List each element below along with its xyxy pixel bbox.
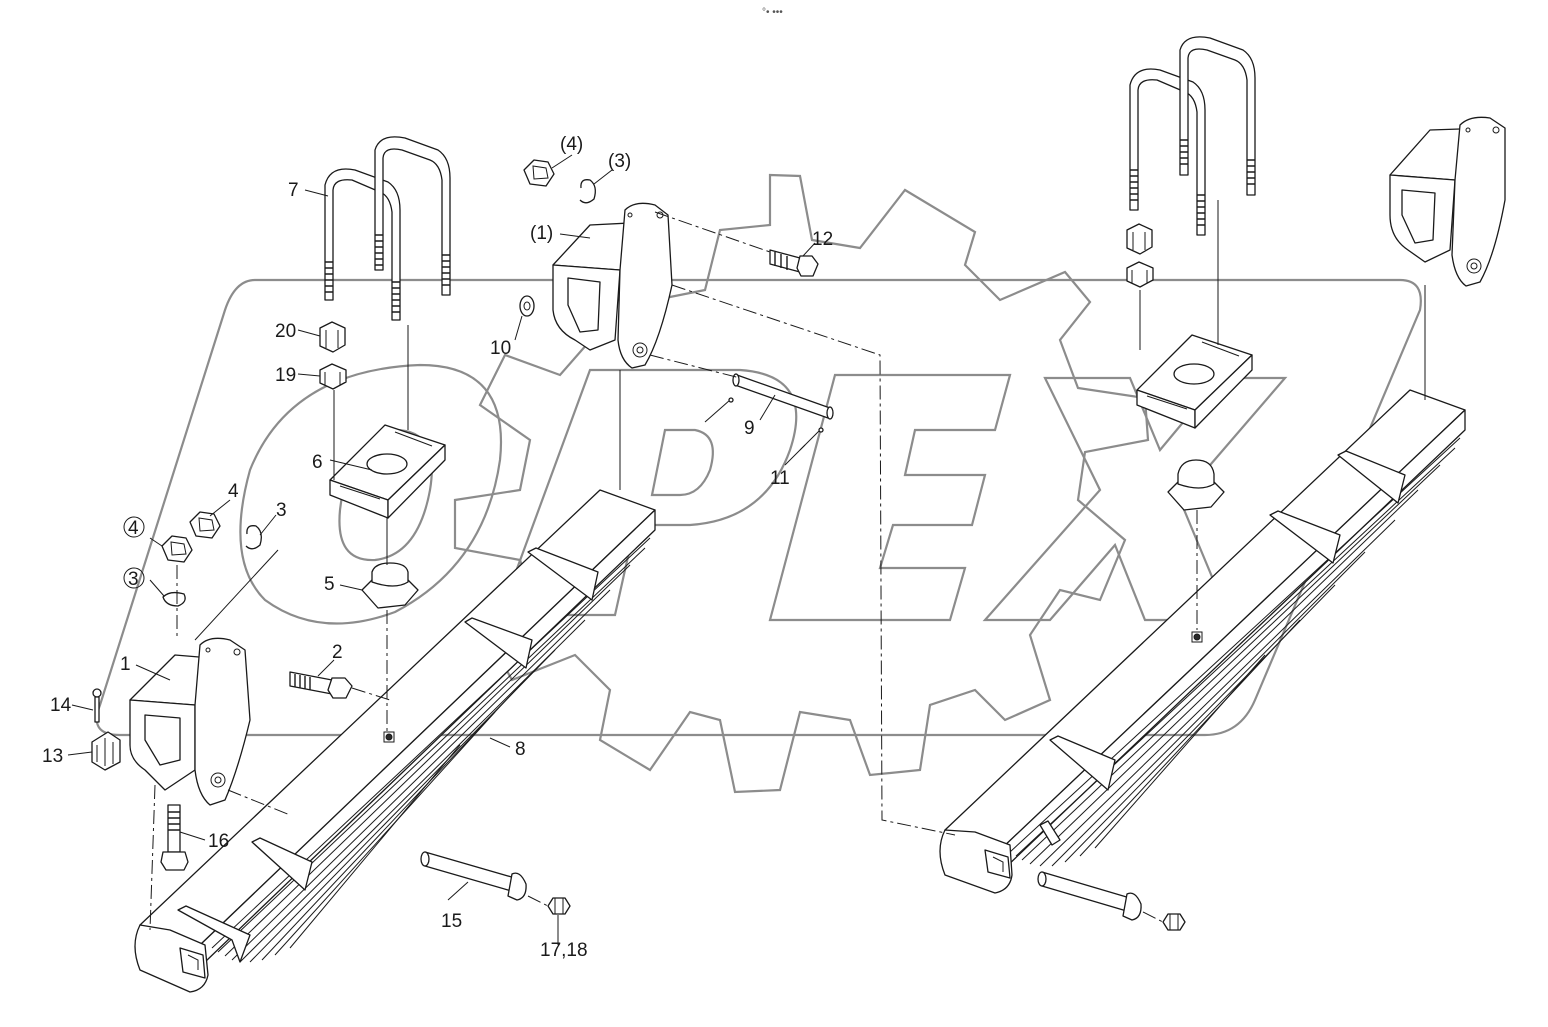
- saddle-plate-6: [329, 424, 446, 519]
- callout-13: 13: [42, 746, 63, 767]
- callout-2: 2: [332, 642, 343, 663]
- washer-10: [519, 295, 535, 317]
- u-bolts-right: [1129, 36, 1256, 236]
- callout-labels: 7 20 19 6 5 4 3 4 3 1 2 14 13 16 15 17,1…: [42, 134, 833, 961]
- left-assembly: [91, 136, 656, 993]
- callout-10: 10: [490, 338, 511, 359]
- grease-fitting-right: [1162, 913, 1186, 931]
- leader-lines: [67, 154, 1426, 945]
- watermark-gear: [453, 173, 1150, 794]
- svg-text:4: 4: [128, 518, 139, 539]
- rear-bracket-right: [1389, 116, 1506, 287]
- nuts-right: [1126, 223, 1154, 288]
- bolt-16: [160, 804, 189, 871]
- rubber-bumper-right: [1167, 459, 1225, 643]
- watermark-frame: [95, 278, 1422, 737]
- lock-washer-3: [245, 525, 262, 550]
- callout-circled-3: 3: [123, 567, 145, 590]
- nut-4-alt: [161, 535, 193, 563]
- castle-nut-13: [91, 731, 121, 771]
- nut-20: [319, 321, 346, 353]
- svg-text:3: 3: [128, 569, 139, 590]
- callout-p4: (4): [560, 134, 583, 155]
- callout-12: 12: [812, 229, 833, 250]
- callout-7: 7: [288, 180, 299, 201]
- nut-4-rear: [523, 159, 555, 187]
- nut-19: [319, 363, 347, 390]
- callout-14: 14: [50, 695, 72, 716]
- bolt-2: [289, 671, 353, 699]
- right-assembly: [939, 36, 1506, 931]
- callout-circled-4: 4: [123, 516, 145, 539]
- spring-pin-right: [1037, 871, 1142, 921]
- callout-4: 4: [228, 481, 239, 502]
- nut-4: [189, 511, 221, 539]
- callout-p1: (1): [530, 223, 553, 244]
- watermark-letter-o: [239, 363, 503, 625]
- lock-washer-3-alt: [162, 591, 186, 607]
- callout-p3: (3): [608, 151, 631, 172]
- rubber-bumper-5: [361, 562, 419, 743]
- callout-11: 11: [770, 468, 790, 489]
- callout-16: 16: [208, 831, 229, 852]
- bolt-12: [769, 249, 819, 277]
- cotter-pin-14: [92, 688, 102, 723]
- grease-fitting-17-18: [547, 897, 571, 915]
- saddle-plate-right: [1136, 334, 1253, 429]
- header-mark: °• •••: [762, 7, 783, 18]
- callout-5: 5: [324, 574, 335, 595]
- rear-bracket-1-alt: [552, 202, 673, 369]
- callout-20: 20: [275, 321, 296, 342]
- shackle-pin-9: [732, 373, 834, 420]
- lock-washer-3-rear: [579, 179, 596, 204]
- u-bolts-7: [324, 136, 451, 321]
- callout-17-18: 17,18: [540, 940, 588, 961]
- watermark-letter-e: [768, 373, 1012, 622]
- leaf-spring-left: [134, 489, 656, 993]
- callout-9: 9: [744, 418, 755, 439]
- callout-19: 19: [275, 365, 296, 386]
- callout-8: 8: [515, 739, 526, 760]
- callout-3: 3: [276, 500, 287, 521]
- front-bracket-1: [129, 637, 251, 806]
- spring-pin-15: [420, 851, 527, 901]
- callout-15: 15: [441, 911, 462, 932]
- callout-1: 1: [120, 654, 131, 675]
- leaf-spring-right: [939, 389, 1466, 894]
- watermark-logo: [95, 173, 1422, 794]
- watermark-letter-p: [498, 368, 798, 617]
- callout-6: 6: [312, 452, 323, 473]
